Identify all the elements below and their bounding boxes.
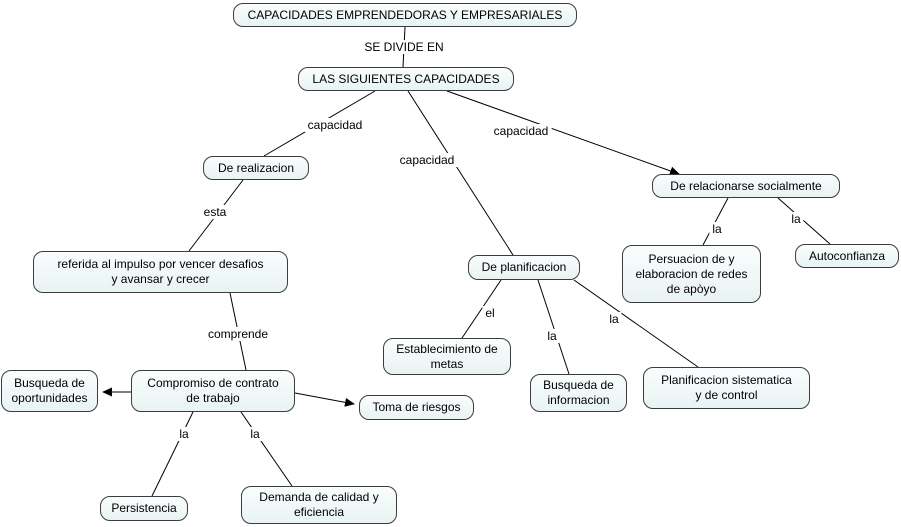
connector-de-relacionarse-to-persuacion [702,197,729,246]
connector-de-planificacion-to-establecimiento [461,279,502,339]
connector-compromiso-to-demanda [240,411,293,487]
node-persuacion-redes-apoyo[interactable]: Persuacion de y elaboracion de redes de … [622,245,761,303]
link-label-capacidad-realizacion[interactable]: capacidad [304,118,366,132]
link-label-comprende[interactable]: comprende [204,327,272,341]
connector-de-planificacion-to-busqueda-informacion [537,279,570,375]
node-establecimiento-metas[interactable]: Establecimiento de metas [383,338,511,375]
link-label-el-metas[interactable]: el [482,306,498,320]
link-label-la-sistematica[interactable]: la [606,312,622,326]
link-label-la-persuacion[interactable]: la [709,222,725,236]
node-capacidades-emprendedoras[interactable]: CAPACIDADES EMPRENDEDORAS Y EMPRESARIALE… [233,3,577,27]
link-label-esta[interactable]: esta [200,205,230,219]
link-label-la-informacion[interactable]: la [544,329,560,343]
connector-compromiso-to-toma-riesgos [294,392,355,407]
connector-siguientes-to-de-planificacion [407,90,514,256]
node-busqueda-informacion[interactable]: Busqueda de informacion [530,374,627,412]
connector-de-relacionarse-to-autoconfianza [777,197,831,245]
link-label-la-demanda[interactable]: la [247,427,263,441]
link-label-se-divide-en[interactable]: SE DIVIDE EN [361,40,447,54]
node-de-relacionarse-socialmente[interactable]: De relacionarse socialmente [652,174,840,198]
link-label-la-persistencia[interactable]: la [176,427,192,441]
connector-de-planificacion-to-planificacion-sistematica [573,279,699,368]
node-compromiso-contrato[interactable]: Compromiso de contrato de trabajo [131,370,295,412]
link-label-capacidad-planificacion[interactable]: capacidad [396,153,458,167]
node-persistencia[interactable]: Persistencia [100,496,188,521]
link-label-capacidad-relacionarse[interactable]: capacidad [490,124,552,138]
node-de-realizacion[interactable]: De realizacion [203,156,309,180]
node-planificacion-sistematica[interactable]: Planificacion sistematica y de control [643,367,810,409]
connector-siguientes-to-de-relacionarse [446,90,680,176]
node-busqueda-oportunidades[interactable]: Busqueda de oportunidades [1,370,98,412]
connector-compromiso-to-persistencia [151,411,194,497]
node-siguientes-capacidades[interactable]: LAS SIGUIENTES CAPACIDADES [298,67,514,91]
node-de-planificacion[interactable]: De planificacion [468,255,580,280]
link-label-la-autoconfianza[interactable]: la [788,212,804,226]
node-autoconfianza[interactable]: Autoconfianza [795,244,899,268]
node-referida-al-impulso[interactable]: referida al impulso por vencer desafios … [33,251,288,293]
node-demanda-calidad[interactable]: Demanda de calidad y eficiencia [241,486,397,524]
node-toma-de-riesgos[interactable]: Toma de riesgos [359,395,474,420]
